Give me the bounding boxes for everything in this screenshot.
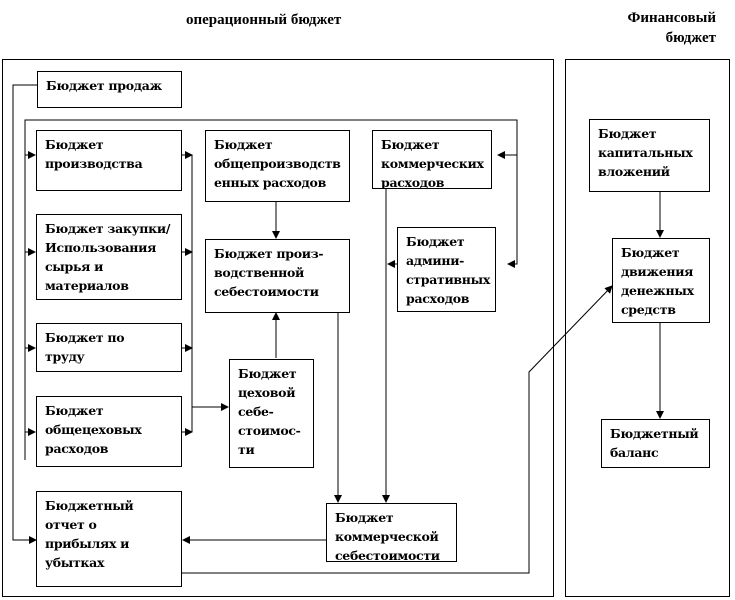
production-cost-budget-box: Бюджет произ- водственной себестоимости	[205, 239, 350, 313]
workshop-overhead-budget-box: Бюджет общецеховых расходов	[36, 396, 182, 467]
capital-investment-budget-box: Бюджет капитальных вложений	[589, 119, 710, 192]
operational-budget-title: операционный бюджет	[186, 12, 342, 28]
labor-budget-box: Бюджет по труду	[36, 323, 182, 372]
arrow-sales-to-pnl	[12, 84, 37, 544]
pnl-budget-report-box: Бюджетный отчет о прибылях и убытках	[36, 491, 182, 587]
bus-top-line	[24, 119, 518, 460]
financial-budget-title: Финансовый бюджет	[627, 10, 716, 46]
general-production-budget-box: Бюджет общепроизводств енных расходов	[205, 130, 350, 202]
workshop-cost-budget-box: Бюджет цеховой себе- стоимос- ти	[229, 359, 314, 468]
admin-expenses-budget-box: Бюджет админи- стративных расходов	[397, 227, 496, 312]
commercial-cost-budget-box: Бюджет коммерческой себестоимости	[326, 503, 457, 562]
sales-budget-box: Бюджет продаж	[37, 71, 182, 108]
purchases-budget-box: Бюджет закупки/ Использования сырья и ма…	[36, 214, 182, 300]
cash-flow-budget-box: Бюджет движения денежных средств	[612, 238, 710, 323]
balance-budget-box: Бюджетный баланс	[601, 419, 710, 468]
financial-budget-section	[565, 59, 730, 597]
commercial-expenses-budget-box: Бюджет коммерческих расходов	[372, 130, 492, 189]
arrow-pnl-to-cashflow	[182, 285, 613, 574]
operational-budget-section	[2, 59, 554, 597]
production-budget-box: Бюджет производства	[36, 130, 182, 191]
